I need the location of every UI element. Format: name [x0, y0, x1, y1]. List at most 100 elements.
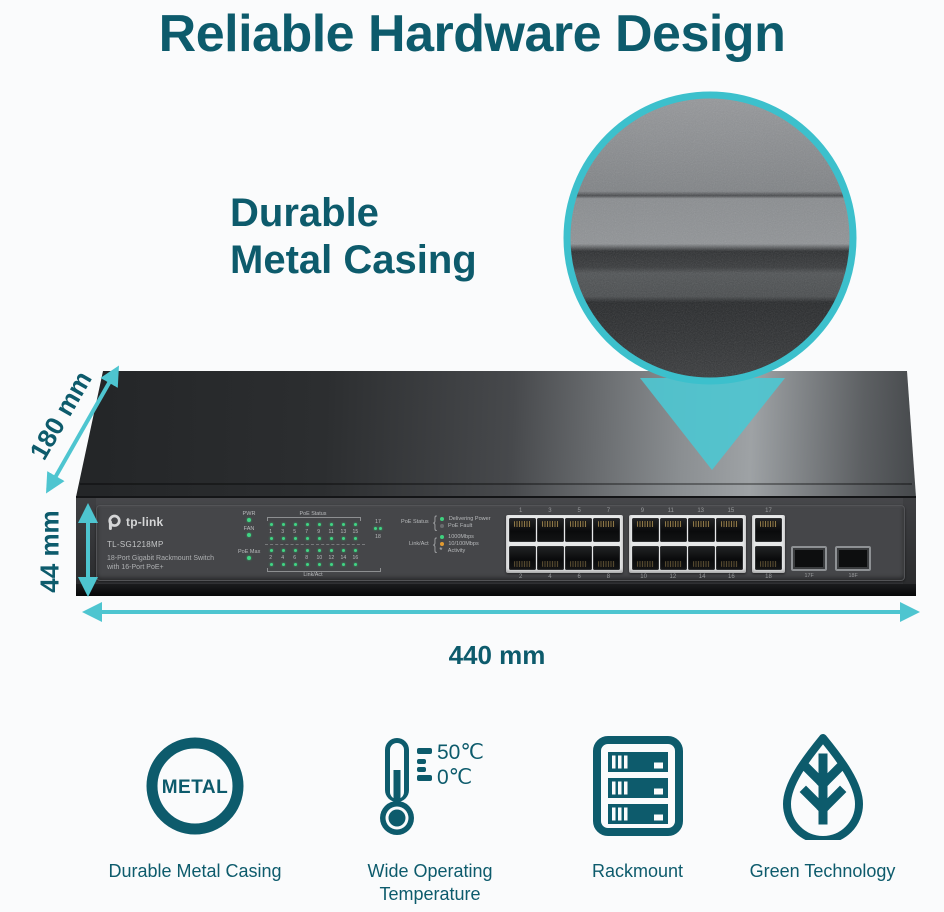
- port-led: [269, 548, 273, 552]
- callout-durable-metal-casing: Durable Metal Casing: [230, 190, 477, 284]
- rack-ear-right: [903, 498, 916, 593]
- switch-bottom-edge: [76, 584, 916, 596]
- pwr-label: PWR: [242, 511, 256, 517]
- port-led: [353, 522, 357, 526]
- sfp-slot-17f: 17F: [791, 546, 827, 581]
- green-leaf-icon: [782, 734, 863, 840]
- port-number: 8: [305, 554, 309, 561]
- tick-low: [417, 775, 432, 781]
- fan-led: [247, 533, 251, 537]
- magnifier-callout: [563, 91, 857, 470]
- model-description-line1: 18-Port Gigabit Rackmount Switch: [107, 555, 214, 562]
- legend-item: Delivering Power: [440, 515, 492, 522]
- legend-link-act: Link/Act { 1000Mbps 10/100Mbps: [397, 533, 507, 555]
- port-led: [293, 548, 297, 552]
- port-led: [269, 536, 273, 540]
- poe-max-led: [247, 556, 251, 560]
- uplink-port-number: 17: [375, 519, 381, 525]
- port-number: 18: [765, 574, 772, 580]
- port-led: [317, 548, 321, 552]
- sfp-label: 18F: [848, 573, 858, 579]
- led-system-indicators: PWR FAN PoE Max: [237, 511, 261, 564]
- temp-low-label: 0℃: [437, 766, 472, 789]
- brand-block: tp-link TL-SG1218MP 18-Port Gigabit Rack…: [107, 513, 242, 572]
- rj45-port: [509, 546, 536, 570]
- callout-line2: Metal Casing: [230, 238, 477, 282]
- metal-badge-text: METAL: [162, 777, 229, 798]
- rj45-bezel: [752, 515, 785, 573]
- poe-status-bracket: [267, 517, 361, 521]
- port-group-17-18: 17 18: [752, 507, 785, 581]
- rj45-port: [688, 546, 715, 570]
- page-title: Reliable Hardware Design: [158, 5, 786, 63]
- rj45-port: [755, 518, 782, 542]
- rackmount-icon: [592, 736, 683, 836]
- legend-item-label: PoE Fault: [448, 522, 473, 529]
- sfp-cage: [835, 546, 871, 571]
- port-led: [305, 562, 309, 566]
- legend-poe-label: PoE Status: [401, 519, 429, 525]
- port-number: 16: [352, 554, 358, 561]
- model-description-line2: with 16-Port PoE+: [107, 564, 164, 571]
- port-led: [341, 562, 345, 566]
- port-led: [305, 536, 309, 540]
- port-led: [281, 548, 285, 552]
- legend-item-label: Delivering Power: [448, 515, 491, 522]
- legend-item-label: 1000Mbps: [448, 533, 474, 540]
- legend-brace: {: [433, 534, 438, 553]
- fan-label: FAN: [243, 526, 255, 532]
- port-led: [353, 548, 357, 552]
- port-led: [329, 522, 333, 526]
- switch-faceplate: tp-link TL-SG1218MP 18-Port Gigabit Rack…: [96, 505, 905, 581]
- pwr-led: [247, 518, 251, 522]
- legend-led-dot: [440, 523, 445, 528]
- legend-item-label: Activity: [447, 547, 466, 554]
- port-number: 15: [727, 508, 735, 514]
- port-number: 9: [640, 508, 645, 514]
- port-number: 6: [577, 574, 581, 580]
- port-number: 7: [305, 528, 309, 535]
- led-row-odd-link: [265, 535, 361, 542]
- port-led: [305, 548, 309, 552]
- magnifier-pointer-triangle: [640, 378, 785, 470]
- rj45-port: [755, 546, 782, 570]
- link-act-bracket-label: Link/Act: [303, 572, 323, 578]
- rj45-port: [565, 546, 592, 570]
- model-number: TL-SG1218MP: [107, 540, 164, 549]
- legend-led-dot: [440, 516, 445, 521]
- height-dimension-label: 44 mm: [34, 510, 65, 593]
- port-number: 6: [293, 554, 297, 561]
- led-row-odd-poe: [265, 521, 361, 528]
- led-legend: PoE Status { Delivering Power P: [397, 512, 507, 558]
- port-led: [293, 522, 297, 526]
- legend-item-label: 10/100Mbps: [448, 540, 479, 547]
- port-led: [317, 562, 321, 566]
- rj45-port: [537, 546, 564, 570]
- rack-ear-left: [76, 498, 96, 593]
- sfp-label: 17F: [804, 573, 814, 579]
- legend-poe-items: Delivering Power PoE Fault: [440, 515, 492, 529]
- port-number: 1: [269, 528, 273, 535]
- port-number: 2: [269, 554, 273, 561]
- magnifier-metal-texture: [567, 95, 853, 381]
- legend-poe-status: PoE Status { Delivering Power P: [397, 512, 507, 532]
- port-led: [305, 522, 309, 526]
- port-number: 1: [518, 508, 523, 514]
- port-led: [329, 548, 333, 552]
- port-led: [293, 536, 297, 540]
- model-description: 18-Port Gigabit Rackmount Switch with 16…: [107, 554, 242, 572]
- legend-brace: {: [433, 512, 438, 532]
- tick-high: [417, 748, 432, 754]
- rj45-port: [716, 546, 743, 570]
- rj45-port: [716, 518, 743, 542]
- port-number: 5: [577, 508, 581, 514]
- feature-label: Durable Metal Casing: [108, 861, 282, 881]
- port-number: 10: [316, 554, 322, 561]
- port-led: [329, 536, 333, 540]
- port-number: 3: [281, 528, 285, 535]
